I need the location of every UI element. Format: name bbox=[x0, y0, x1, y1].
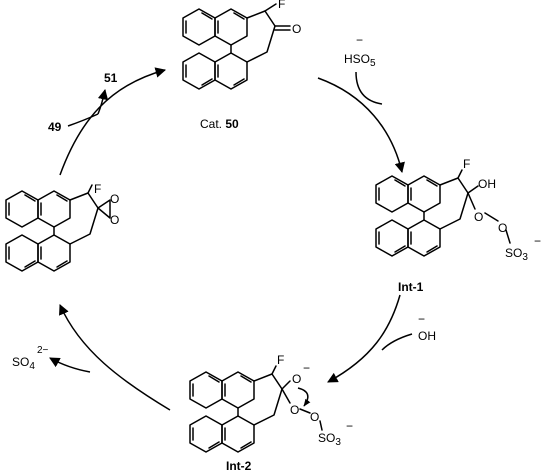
sulfate-label: SO4 bbox=[12, 355, 35, 372]
int-1-structure: F OH O O SO3 − bbox=[375, 157, 541, 263]
dioxirane-o2-label: O bbox=[110, 213, 119, 227]
int-2-o1-label: O bbox=[290, 403, 299, 417]
int-2-o-anion-label: O bbox=[292, 372, 301, 386]
product-51-label: 51 bbox=[104, 71, 118, 85]
oxone-charge: − bbox=[356, 33, 363, 47]
int-1-label: Int-1 bbox=[398, 280, 424, 294]
substrate-49-label: 49 bbox=[48, 120, 62, 134]
int-1-o2-label: O bbox=[498, 221, 507, 235]
int-2-o2-label: O bbox=[310, 410, 319, 424]
int-2-f-label: F bbox=[277, 353, 284, 367]
int-2-so3-label: SO3 bbox=[318, 431, 341, 448]
int-1-oh-label: OH bbox=[478, 177, 496, 191]
hydroxide-label: OH bbox=[418, 329, 436, 343]
dioxirane-o1-label: O bbox=[110, 192, 119, 206]
int-2-label: Int-2 bbox=[226, 459, 252, 473]
int-1-charge: − bbox=[534, 234, 541, 248]
int-2-structure: F O − O O SO3 − bbox=[189, 353, 353, 453]
catalyst-carbonyl-o-label: O bbox=[292, 22, 301, 36]
oxone-label: HSO5 bbox=[344, 52, 376, 69]
dioxirane-structure: F O O bbox=[5, 182, 119, 272]
hydroxide-charge: − bbox=[418, 312, 425, 326]
sulfate-charge: 2− bbox=[37, 345, 49, 356]
dioxirane-f-label: F bbox=[94, 182, 101, 196]
catalyst-label: Cat. 50 bbox=[200, 117, 239, 131]
cycle-arrows bbox=[59, 67, 405, 411]
int-1-so3-label: SO3 bbox=[505, 246, 528, 263]
int-1-o1-label: O bbox=[474, 210, 483, 224]
int-2-charge: − bbox=[346, 419, 353, 433]
reagent-arrows bbox=[49, 71, 413, 373]
catalyst-50-structure: F O bbox=[182, 0, 301, 90]
int-2-anion-charge: − bbox=[303, 361, 310, 375]
int-1-f-label: F bbox=[463, 157, 470, 171]
catalyst-f-label: F bbox=[278, 0, 285, 11]
